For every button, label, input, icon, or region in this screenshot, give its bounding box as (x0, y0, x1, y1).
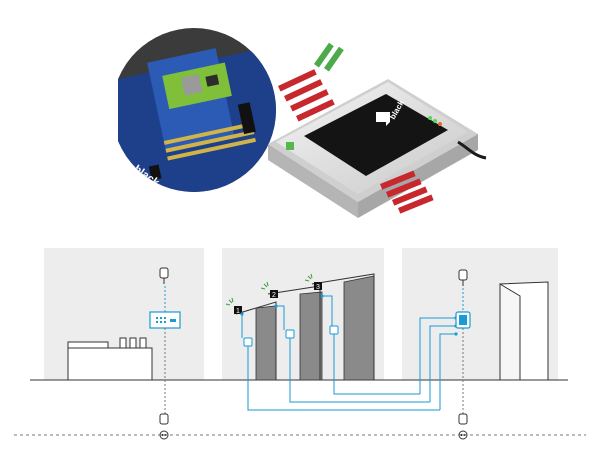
wall-socket-icon (458, 413, 468, 440)
black-device-icon (455, 311, 471, 329)
status-led (428, 116, 432, 120)
green-cable-bundle (314, 42, 344, 72)
svg-text:2: 2 (272, 292, 276, 299)
hero-illustration: black black (118, 28, 487, 218)
door-icon (499, 281, 549, 381)
svg-text:1: 1 (236, 308, 240, 315)
power-cable (457, 140, 487, 160)
side-button (286, 142, 294, 150)
status-led (438, 122, 442, 126)
black-device-box: black (268, 79, 478, 218)
power-plug-icon (458, 269, 468, 286)
wall-controller-icon (149, 311, 181, 329)
window-marker-1: 1 (234, 306, 242, 315)
curtain-group (255, 275, 375, 381)
sensor-wiring (241, 295, 456, 411)
svg-text:3: 3 (316, 284, 320, 291)
status-led (433, 119, 437, 123)
red-cable-bundle-right (380, 170, 434, 214)
red-cable-bundle-left (278, 69, 335, 122)
window-marker-3: 3 (314, 282, 322, 291)
activity-spark-icon (225, 273, 313, 306)
window-marker-2: 2 (270, 290, 278, 299)
power-plug-icon (159, 267, 169, 284)
cabinet-unit (67, 337, 153, 381)
